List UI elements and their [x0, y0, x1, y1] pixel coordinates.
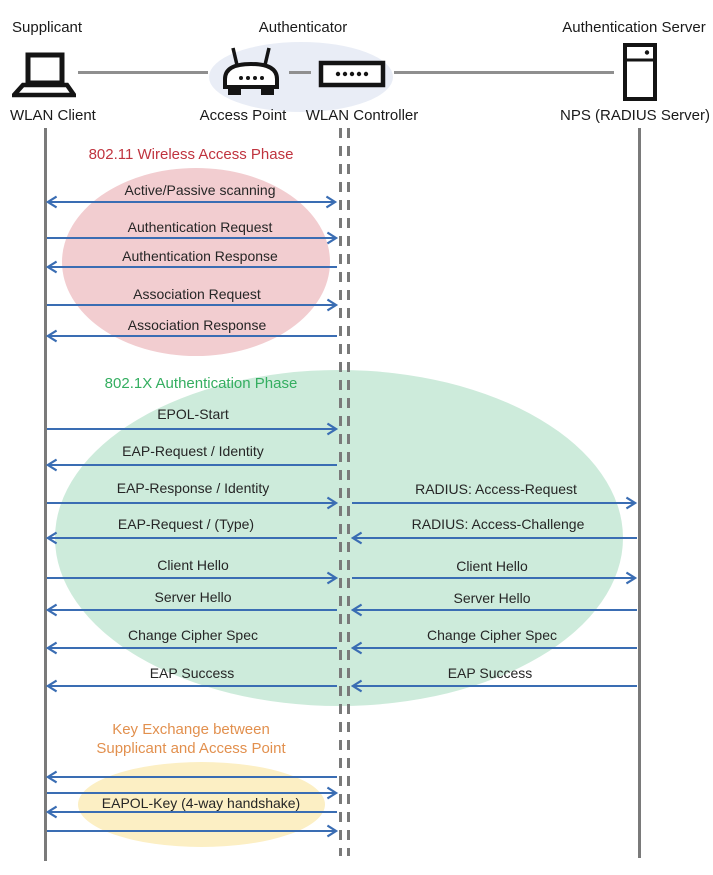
msg-authentication-request: Authentication Request [127, 219, 273, 235]
msg-association-response: Association Response [127, 317, 267, 333]
msg-change-cipher-spec-right: Change Cipher Spec [427, 627, 557, 643]
msg-server-hello-right: Server Hello [453, 590, 531, 606]
msg-authentication-response: Authentication Response [122, 248, 278, 264]
access-point-icon [223, 47, 279, 95]
msg-change-cipher-spec-left: Change Cipher Spec [128, 627, 258, 643]
msg-eap-request-identity: EAP-Request / Identity [122, 443, 264, 459]
msg-eapol-key-handshake: EAPOL-Key (4-way handshake) [101, 795, 301, 811]
msg-eap-success-right: EAP Success [447, 665, 533, 681]
msg-radius-access-challenge: RADIUS: Access-Challenge [411, 516, 585, 532]
connector-ap-to-controller [289, 71, 311, 74]
role-authentication-server: Authentication Server [562, 19, 706, 36]
role-supplicant: Supplicant [12, 19, 83, 36]
msg-epol-start: EPOL-Start [157, 406, 229, 422]
phase1-title: 802.11 Wireless Access Phase [88, 146, 294, 163]
phase3-title-line1: Key Exchange between [112, 721, 270, 738]
msg-eap-request-type: EAP-Request / (Type) [117, 516, 255, 532]
label-wlan-controller: WLAN Controller [305, 107, 419, 124]
server-icon [623, 43, 657, 101]
phase3-title-line2: Supplicant and Access Point [96, 740, 286, 757]
label-nps-radius-server: NPS (RADIUS Server) [559, 107, 711, 124]
msg-active-passive-scanning: Active/Passive scanning [124, 182, 276, 198]
msg-eap-response-identity: EAP-Response / Identity [116, 480, 270, 496]
laptop-icon [12, 52, 76, 98]
connector-controller-to-server [394, 71, 614, 74]
msg-client-hello-left: Client Hello [157, 557, 229, 573]
label-wlan-client: WLAN Client [10, 107, 96, 124]
label-access-point: Access Point [199, 107, 287, 124]
msg-eap-success-left: EAP Success [149, 665, 235, 681]
msg-server-hello-left: Server Hello [154, 589, 232, 605]
connector-client-to-ap [78, 71, 208, 74]
role-authenticator: Authenticator [258, 19, 348, 36]
msg-client-hello-right: Client Hello [456, 558, 528, 574]
phase2-title: 802.1X Authentication Phase [104, 375, 298, 392]
msg-association-request: Association Request [133, 286, 261, 302]
wlan-controller-icon [318, 60, 386, 88]
msg-radius-access-request: RADIUS: Access-Request [415, 481, 577, 497]
